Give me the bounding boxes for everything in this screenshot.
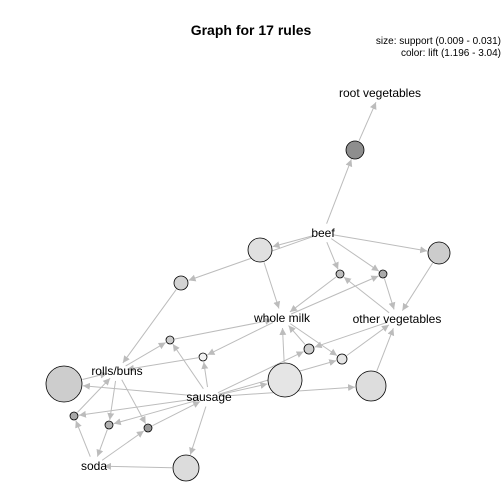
edge-lhs: [201, 361, 209, 388]
rule-node-5: [378, 269, 388, 279]
edge-rhs: [96, 429, 108, 457]
edge-rhs: [82, 371, 108, 380]
rule-node-11: [198, 352, 208, 362]
item-label-whole-milk: whole milk: [253, 311, 311, 325]
edge-lhs: [189, 406, 207, 455]
edge-lhs: [78, 397, 200, 418]
item-label-other-vegetables: other vegetables: [353, 312, 442, 326]
item-label-rolls-buns: rolls/buns: [91, 364, 142, 378]
rule-node-6: [247, 237, 273, 263]
rule-node-7: [45, 365, 83, 403]
edge-rhs: [279, 327, 287, 363]
item-labels: root vegetables beef whole milk other veget…: [81, 86, 441, 473]
edges: [75, 101, 433, 470]
edge-rhs: [152, 401, 201, 427]
rule-node-2: [173, 275, 189, 291]
edge-lhs: [272, 235, 314, 249]
edge-rhs: [174, 317, 273, 340]
edge-lhs: [290, 275, 379, 315]
rule-node-4: [335, 269, 345, 279]
item-label-beef: beef: [311, 226, 335, 240]
edge-lhs: [125, 342, 166, 367]
edge-lhs: [314, 321, 388, 349]
edge-rhs: [122, 289, 177, 364]
edge-lhs: [207, 321, 274, 356]
rule-nodes: [45, 140, 451, 482]
edge-rhs: [289, 276, 337, 313]
edge-lhs: [107, 380, 117, 421]
edge-rhs: [358, 101, 377, 142]
edge-lhs: [332, 234, 428, 254]
rule-node-17: [172, 454, 200, 482]
edge-lhs: [218, 382, 268, 396]
edge-lhs: [121, 379, 147, 424]
edge-lhs: [113, 399, 200, 426]
edge-rhs: [401, 262, 433, 311]
rule-node-10: [165, 335, 175, 345]
rule-node-15: [104, 420, 114, 430]
edge-rhs: [376, 328, 395, 372]
edge-lhs: [82, 382, 200, 397]
edge-lhs: [172, 343, 204, 390]
rule-node-1: [345, 140, 365, 160]
edge-rhs: [263, 262, 281, 309]
graph-title: Graph for 17 rules: [191, 22, 312, 38]
edge-lhs: [217, 351, 304, 394]
edge-lhs: [330, 238, 380, 272]
rule-node-3: [427, 241, 451, 265]
legend-color: color: lift (1.196 - 3.04): [401, 48, 501, 59]
edge-lhs: [289, 323, 338, 357]
item-label-soda: soda: [81, 459, 107, 473]
rule-node-16: [143, 423, 153, 433]
edge-lhs: [326, 242, 339, 270]
edge-lhs: [326, 159, 353, 224]
edge-rhs: [288, 325, 306, 345]
edge-rhs: [103, 462, 173, 470]
item-label-root-vegetables: root vegetables: [339, 86, 421, 100]
rule-node-8: [267, 362, 303, 398]
rule-node-13: [336, 353, 348, 365]
legend-size: size: support (0.009 - 0.031): [376, 36, 501, 47]
rule-node-9: [355, 370, 387, 402]
item-label-sausage: sausage: [186, 390, 232, 404]
edge-lhs: [101, 430, 145, 461]
edge-rhs: [126, 357, 199, 372]
edge-lhs: [343, 276, 390, 314]
edge-lhs: [75, 420, 91, 457]
edge-rhs: [346, 324, 390, 356]
rule-node-12: [303, 343, 315, 355]
edge-rhs: [384, 278, 396, 310]
rule-node-14: [69, 411, 79, 421]
edge-rhs: [77, 377, 111, 413]
